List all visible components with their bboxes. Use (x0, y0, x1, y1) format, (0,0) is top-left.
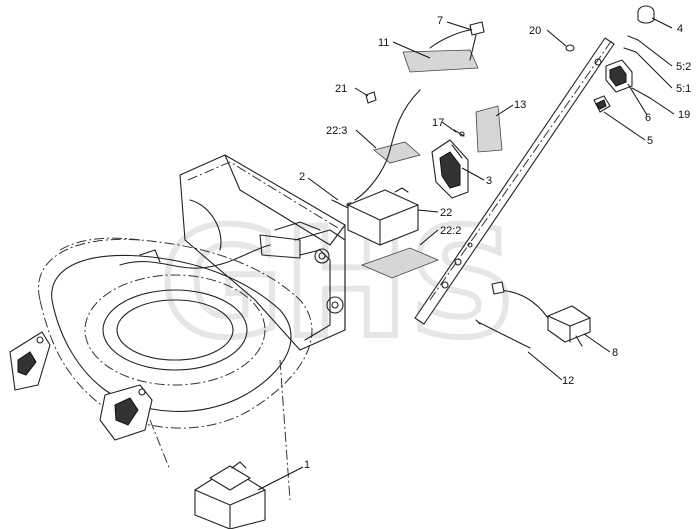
decal-part (354, 29, 479, 201)
label-8: 8 (612, 347, 618, 359)
label-5-2: 5:2 (676, 61, 691, 73)
connector-part (469, 21, 485, 61)
charging-cable-part (475, 319, 531, 349)
washer-part (565, 44, 575, 52)
label-5: 5 (647, 135, 653, 147)
pin-small-part (631, 87, 651, 99)
label-3: 3 (486, 175, 492, 187)
rod-upper-part (627, 35, 639, 41)
label-5-1: 5:1 (676, 83, 691, 95)
handle-decal-part (475, 105, 503, 153)
key-part (593, 95, 611, 113)
label-13: 13 (514, 99, 526, 111)
pad-upper-part (373, 141, 421, 164)
charger-part (491, 281, 591, 347)
label-11: 11 (378, 37, 389, 49)
callout-labels: 7 11 20 4 5:2 5:1 21 13 19 6 17 5 22:3 3… (299, 15, 691, 471)
label-21: 21 (335, 83, 347, 95)
label-19: 19 (678, 109, 690, 121)
label-12: 12 (562, 375, 574, 387)
key-switch-part (605, 59, 633, 93)
label-6: 6 (645, 112, 651, 124)
label-22-2: 22:2 (440, 225, 461, 237)
label-22-3: 22:3 (326, 125, 347, 137)
watermark-logo: GHS (160, 197, 517, 371)
leader-lines (257, 17, 675, 491)
clip-part (365, 91, 377, 104)
mower-deck (9, 154, 346, 501)
switch-housing-part (431, 139, 469, 199)
screw-part (453, 129, 465, 137)
pad-lower-part (360, 247, 440, 279)
label-17: 17 (432, 117, 444, 129)
label-2: 2 (299, 171, 305, 183)
battery-pack-part (347, 187, 419, 246)
label-4: 4 (677, 23, 683, 35)
handle-tube (414, 37, 615, 325)
rod-lower-part (623, 47, 637, 53)
label-20: 20 (529, 25, 541, 37)
knob-part (637, 5, 655, 24)
label-22: 22 (440, 207, 452, 219)
label-1: 1 (304, 459, 310, 471)
battery-box-part (194, 461, 266, 529)
label-7: 7 (437, 15, 443, 27)
